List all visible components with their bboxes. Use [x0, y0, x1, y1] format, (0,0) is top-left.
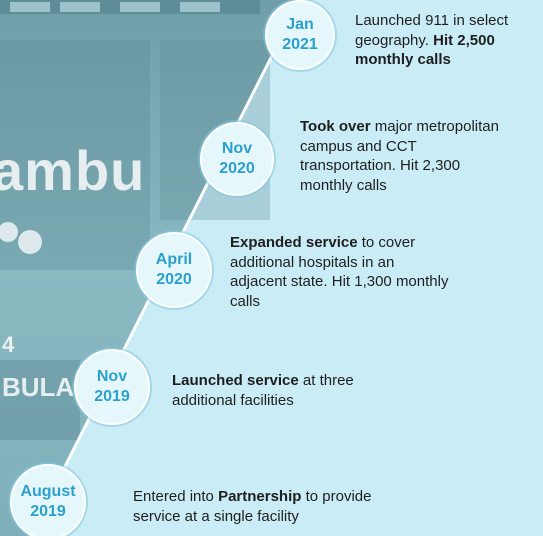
date-year: 2021	[282, 36, 318, 53]
milestone-description: Took over major metropolitan campus and …	[300, 117, 510, 195]
milestone-description: Launched 911 in select geography. Hit 2,…	[355, 11, 535, 70]
date-year: 2020	[219, 160, 255, 177]
desc-text: major metropolitan campus and CCT transp…	[300, 118, 499, 194]
date-month: Jan	[286, 16, 314, 33]
photo-side-text: BULA	[2, 372, 75, 402]
desc-text: to provide service at a single facility	[133, 488, 372, 525]
date-year: 2019	[30, 503, 66, 520]
desc-bold: Launched service	[172, 372, 299, 389]
date-year: 2020	[156, 271, 192, 288]
desc-bold: Expanded service	[230, 234, 358, 251]
date-month: August	[20, 483, 76, 500]
milestone-date-badge: April 2020	[136, 232, 212, 308]
milestone-description: Launched service at three additional fac…	[172, 371, 387, 410]
desc-text: Entered into	[133, 488, 219, 505]
date-month: April	[155, 251, 193, 268]
milestone-date-badge: Nov 2020	[200, 122, 274, 196]
desc-bold: Partnership	[218, 488, 302, 505]
desc-text: Launched 911 in select geography.	[355, 12, 509, 49]
milestone-date-badge: August 2019	[10, 464, 86, 536]
desc-text: to cover additional hospitals in an adja…	[230, 234, 449, 310]
milestone-date-badge: Jan 2021	[265, 0, 335, 70]
milestone-date-badge: Nov 2019	[74, 349, 150, 425]
desc-bold: Took over	[300, 118, 371, 135]
photo-brand-text: ambu	[0, 139, 146, 202]
milestone-description: Entered into Partnership to provide serv…	[133, 487, 403, 526]
milestone-description: Expanded service to cover additional hos…	[230, 233, 455, 311]
desc-text: at three additional facilities	[172, 372, 354, 409]
desc-bold: Hit 2,500 monthly calls	[355, 31, 495, 69]
date-month: Nov	[221, 140, 253, 157]
date-year: 2019	[94, 388, 130, 405]
date-month: Nov	[96, 368, 128, 385]
photo-unit-text: 4	[2, 332, 15, 357]
